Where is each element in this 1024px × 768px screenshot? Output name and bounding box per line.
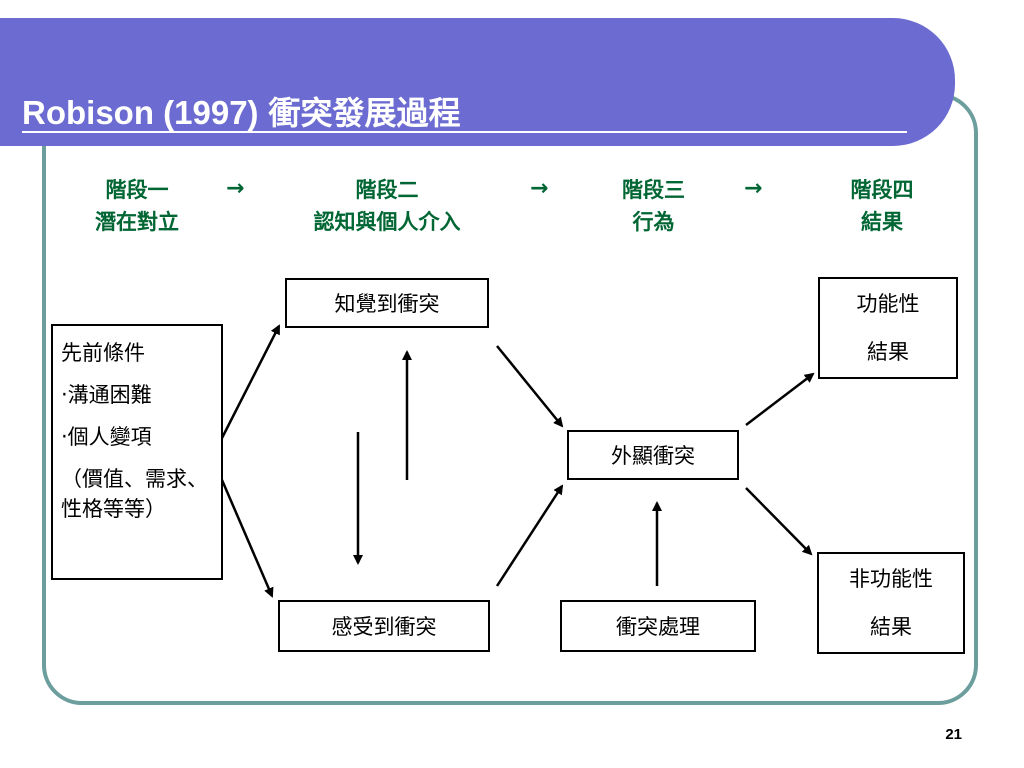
- stage-1-desc: 潛在對立: [95, 210, 179, 234]
- functional-line-1: 功能性: [856, 292, 920, 316]
- arrow-perceived-to-manifest: [496, 345, 564, 428]
- stage-2-name: 階段二: [355, 178, 419, 202]
- stage-2: 階段二 認知與個人介入: [272, 174, 502, 238]
- title-underline: [22, 131, 907, 133]
- conflict-handling-box: 衝突處理: [560, 600, 756, 652]
- arrow-pre-to-perceived: [220, 324, 281, 439]
- arrow-felt-to-manifest: [495, 484, 564, 587]
- stage-arrow-1: →: [226, 176, 245, 201]
- stage-4: 階段四 結果: [822, 174, 942, 238]
- page-number: 21: [945, 726, 962, 743]
- title-cjk: 衝突發展過程: [268, 94, 461, 132]
- slide-title: Robison (1997)衝突發展過程: [22, 88, 461, 134]
- stage-arrow-2: →: [530, 176, 549, 201]
- arrow-manifest-to-functional: [745, 372, 815, 426]
- stage-1: 階段一 潛在對立: [62, 174, 212, 238]
- preconditions-item-2: ‧個人變項: [61, 425, 152, 449]
- preconditions-item-3: （價值、需求、性格等等）: [61, 467, 208, 521]
- preconditions-item-1: ‧溝通困難: [61, 383, 152, 407]
- manifest-conflict-box: 外顯衝突: [567, 430, 739, 480]
- stage-arrow-3: →: [744, 176, 763, 201]
- dysfunctional-outcome-box: 非功能性 結果: [817, 552, 965, 654]
- stage-3-desc: 行為: [632, 210, 675, 234]
- title-latin: Robison (1997): [22, 94, 259, 131]
- preconditions-box: 先前條件 ‧溝通困難 ‧個人變項 （價值、需求、性格等等）: [51, 324, 223, 580]
- functional-outcome-box: 功能性 結果: [818, 277, 958, 379]
- arrow-pre-to-felt: [220, 479, 274, 598]
- preconditions-title: 先前條件: [61, 341, 145, 365]
- arrow-manifest-to-dysfunctional: [745, 487, 813, 556]
- stage-1-name: 階段一: [105, 178, 169, 202]
- dysfunctional-line-1: 非功能性: [849, 567, 933, 591]
- felt-conflict-box: 感受到衝突: [278, 600, 490, 652]
- functional-line-2: 結果: [867, 340, 909, 364]
- stage-3-name: 階段三: [622, 178, 685, 202]
- perceived-conflict-box: 知覺到衝突: [285, 278, 489, 328]
- dysfunctional-line-2: 結果: [870, 615, 912, 639]
- stage-2-desc: 認知與個人介入: [313, 210, 461, 234]
- stage-4-name: 階段四: [850, 178, 914, 202]
- stage-4-desc: 結果: [861, 210, 903, 234]
- stage-3: 階段三 行為: [596, 174, 711, 238]
- title-banner: [0, 18, 955, 146]
